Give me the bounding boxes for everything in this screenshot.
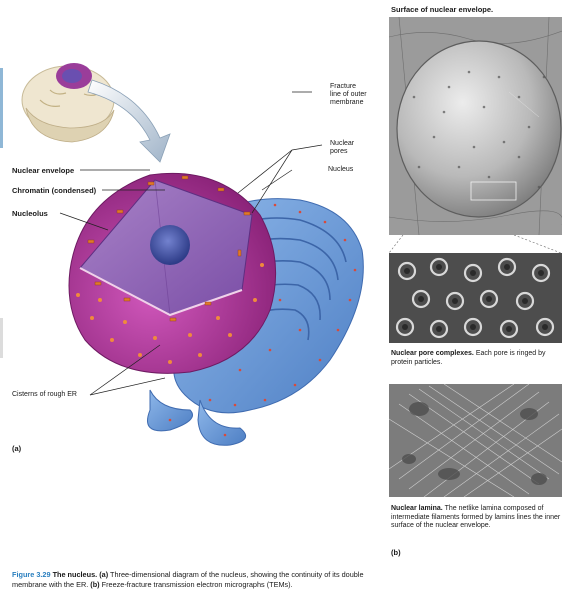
label-fracture-line: Fracture line of outer membrane [330, 83, 367, 106]
cell-thumbnail [21, 63, 115, 143]
leader-lines [59, 91, 323, 396]
left-edge-tab [0, 318, 3, 358]
zoom-guides [389, 235, 562, 254]
zoom-arrow [87, 79, 171, 163]
label-nuclear-pores: Nuclear pores [330, 140, 355, 155]
label-chromatin: Chromatin (condensed) [12, 186, 97, 195]
label-nucleolus: Nucleolus [12, 209, 48, 218]
micrograph-pore-complexes [389, 253, 562, 343]
label-cisterns: Cisterns of rough ER [12, 391, 77, 398]
label-nucleus: Nucleus [328, 166, 354, 173]
figure-title: The nucleus. [52, 570, 98, 579]
left-edge-tab [0, 68, 3, 148]
lamina-caption: Nuclear lamina. The netlike lamina compo… [391, 505, 561, 529]
pore-caption: Nuclear pore complexes. Each pore is rin… [391, 350, 546, 366]
figure-caption: Figure 3.29 The nucleus. (a) Three-dimen… [12, 570, 364, 589]
label-nuclear-envelope: Nuclear envelope [12, 166, 75, 175]
nucleus-sphere [68, 172, 277, 374]
panel-surface-title: Surface of nuclear envelope. [391, 5, 494, 14]
nucleolus-shape [150, 225, 190, 265]
label-part-a: (a) [12, 444, 22, 453]
label-part-b: (b) [391, 548, 401, 557]
micrograph-surface [389, 17, 562, 235]
nucleus-diagram [21, 63, 364, 446]
figure-number: Figure 3.29 [12, 570, 51, 579]
micrograph-nuclear-lamina [389, 384, 562, 497]
